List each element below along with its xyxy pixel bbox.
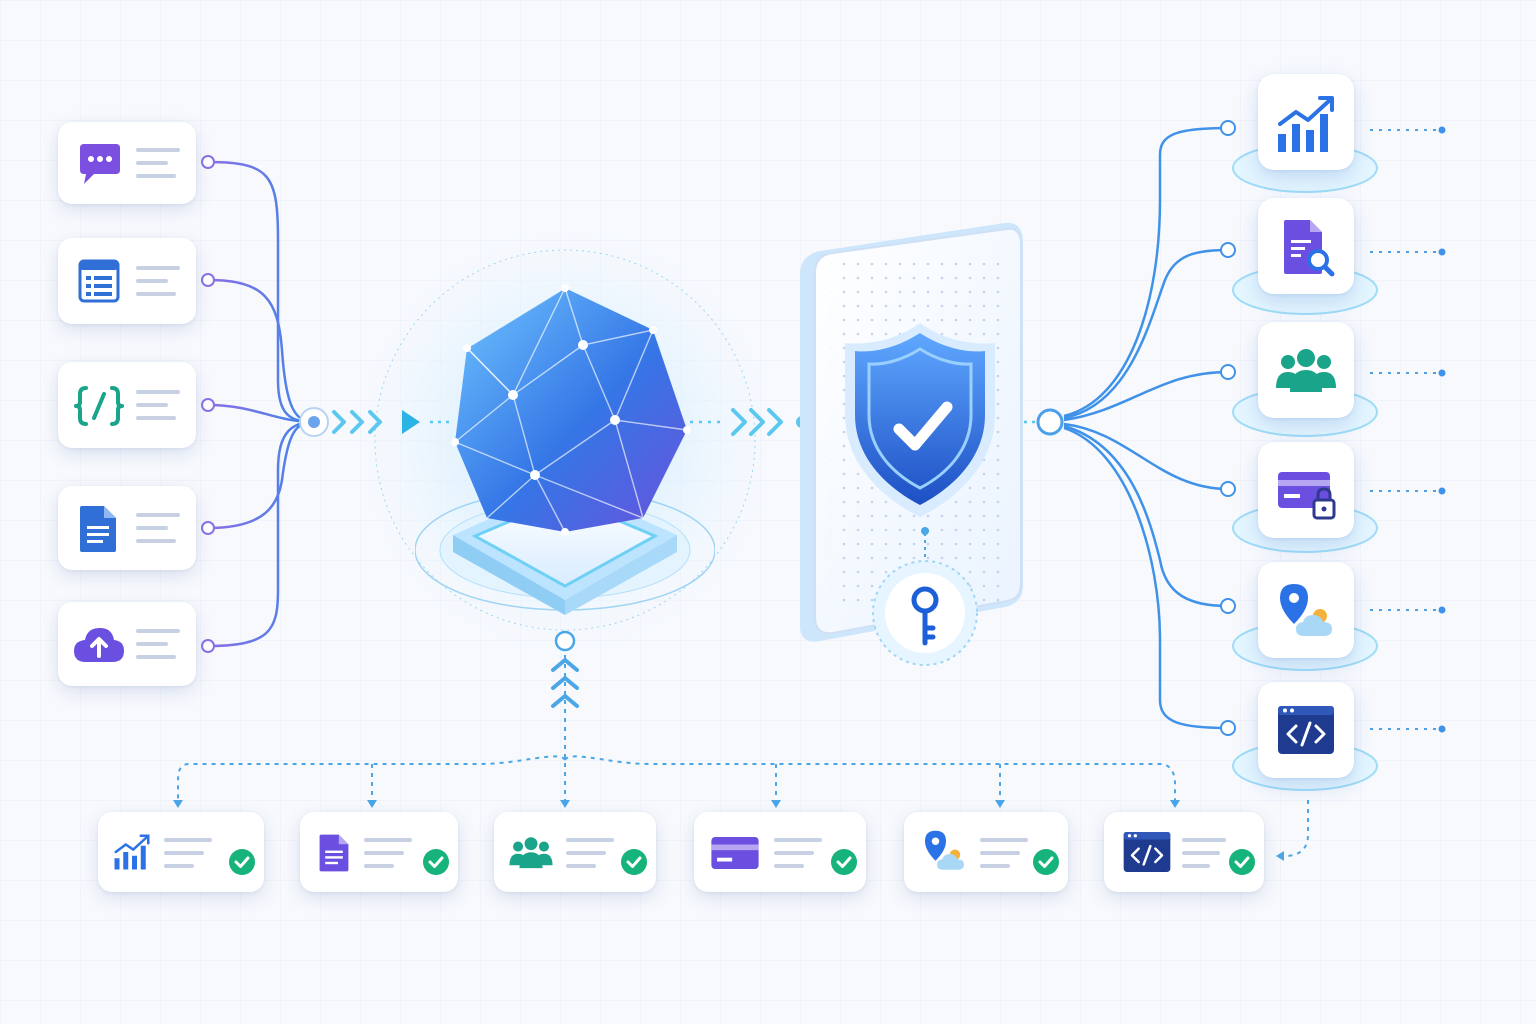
users-icon xyxy=(1274,348,1338,394)
bar-chart-icon xyxy=(112,832,152,872)
output-tile-document-search[interactable] xyxy=(1258,198,1354,294)
placeholder-text-lines xyxy=(364,838,412,868)
card-lock-icon xyxy=(1276,468,1338,522)
document-icon xyxy=(78,504,118,554)
check-circle-icon xyxy=(830,848,858,876)
chat-icon xyxy=(76,140,124,188)
location-weather-icon xyxy=(1276,582,1340,640)
input-card-document[interactable] xyxy=(58,486,196,570)
key-icon xyxy=(911,586,939,646)
cloud-upload-icon xyxy=(72,622,126,666)
check-circle-icon xyxy=(228,848,256,876)
result-card-credit-card[interactable] xyxy=(694,812,866,892)
gem-shape xyxy=(451,284,691,536)
code-braces-icon xyxy=(74,384,124,428)
users-icon xyxy=(508,836,554,870)
placeholder-text-lines xyxy=(136,629,180,659)
input-card-chat[interactable] xyxy=(58,122,196,204)
placeholder-text-lines xyxy=(1182,838,1226,868)
input-card-upload[interactable] xyxy=(58,602,196,686)
placeholder-text-lines xyxy=(136,266,180,296)
credit-card-icon xyxy=(710,836,760,870)
placeholder-text-lines xyxy=(164,838,212,868)
result-card-users[interactable] xyxy=(494,812,656,892)
shield-check-icon xyxy=(845,323,995,517)
code-window-icon xyxy=(1276,704,1336,756)
check-circle-icon xyxy=(422,848,450,876)
placeholder-text-lines xyxy=(136,390,180,420)
code-window-icon xyxy=(1122,830,1172,874)
result-card-document[interactable] xyxy=(300,812,458,892)
result-card-dev[interactable] xyxy=(1104,812,1264,892)
document-search-icon xyxy=(1280,218,1336,278)
output-tile-dev[interactable] xyxy=(1258,682,1354,778)
result-card-location[interactable] xyxy=(904,812,1068,892)
placeholder-text-lines xyxy=(136,513,180,543)
location-weather-icon xyxy=(922,828,970,874)
security-panel xyxy=(800,222,1023,666)
document-icon xyxy=(318,832,350,874)
form-icon xyxy=(76,258,122,304)
output-tile-users[interactable] xyxy=(1258,322,1354,418)
output-tile-location[interactable] xyxy=(1258,562,1354,658)
input-card-code[interactable] xyxy=(58,362,196,448)
placeholder-text-lines xyxy=(136,148,180,178)
check-circle-icon xyxy=(620,848,648,876)
ai-core xyxy=(415,284,715,615)
output-tile-analytics[interactable] xyxy=(1258,74,1354,170)
placeholder-text-lines xyxy=(774,838,822,868)
check-circle-icon xyxy=(1032,848,1060,876)
check-circle-icon xyxy=(1228,848,1256,876)
bar-chart-icon xyxy=(1274,94,1338,154)
input-card-form[interactable] xyxy=(58,238,196,324)
placeholder-text-lines xyxy=(566,838,614,868)
placeholder-text-lines xyxy=(980,838,1028,868)
output-tile-secure-card[interactable] xyxy=(1258,442,1354,538)
result-card-analytics[interactable] xyxy=(98,812,264,892)
